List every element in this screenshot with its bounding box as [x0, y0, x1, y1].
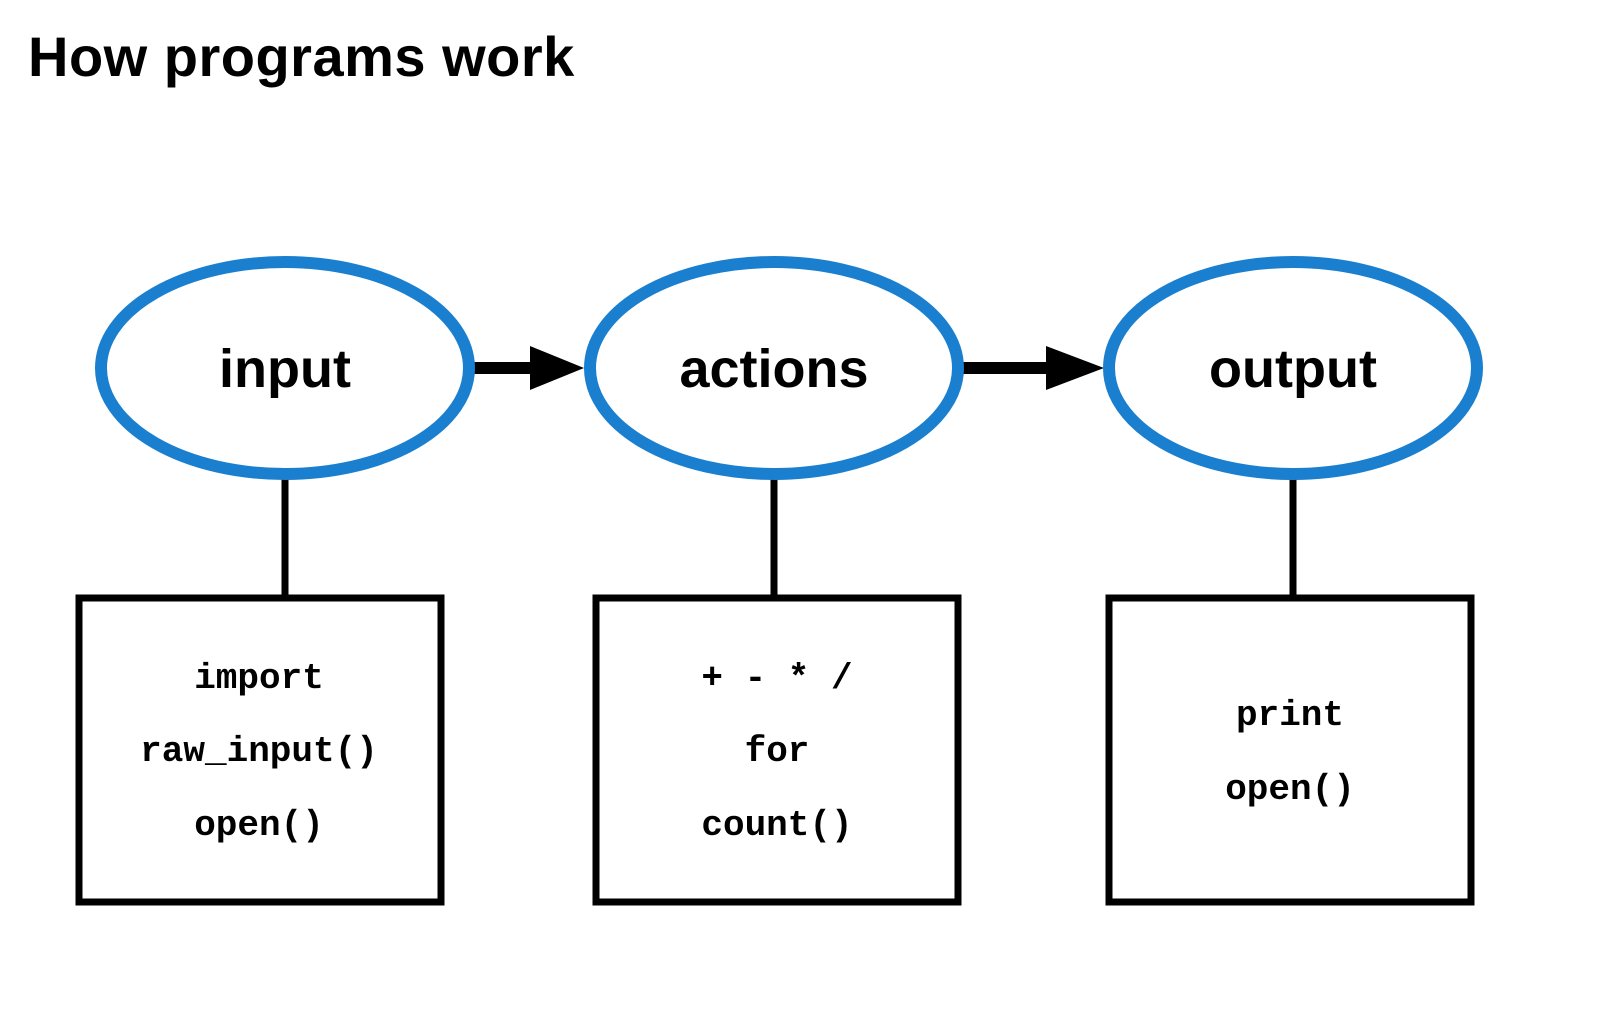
code-box-output: [1105, 594, 1475, 906]
ellipse-input: [95, 256, 475, 480]
code-item: print: [1236, 695, 1344, 736]
node-label-input: input: [219, 339, 351, 399]
code-box-actions: [592, 594, 962, 906]
code-item: + - * /: [701, 658, 852, 699]
code-item: for: [745, 731, 810, 772]
ellipse-output: [1103, 256, 1483, 480]
code-box-input: [75, 594, 445, 906]
node-label-actions: actions: [679, 339, 868, 399]
arrow-input-to-actions: [466, 346, 584, 390]
node-label-output: output: [1209, 339, 1377, 399]
arrow-actions-to-output: [960, 346, 1104, 390]
stage-output: output print open(): [1103, 256, 1483, 906]
ellipse-actions: [584, 256, 964, 480]
code-item: open(): [1225, 769, 1355, 810]
stage-actions: actions + - * / for count(): [584, 256, 964, 906]
code-item: open(): [194, 805, 324, 846]
stage-input: input import raw_input() open(): [75, 256, 475, 906]
page-title: How programs work: [28, 25, 575, 88]
code-item: count(): [701, 805, 852, 846]
code-item: import: [194, 658, 324, 699]
code-item: raw_input(): [140, 731, 378, 772]
